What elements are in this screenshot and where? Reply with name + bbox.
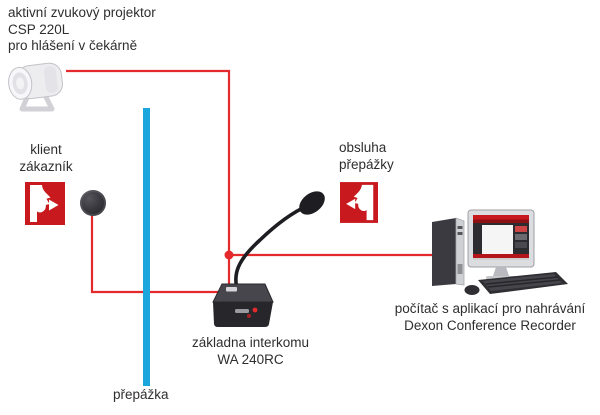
- operator-label-line2: přepážky: [339, 156, 394, 172]
- listening-person-icon: [340, 182, 378, 223]
- client-label-line1: klient: [30, 142, 62, 157]
- computer-label-line2: Dexon Conference Recorder: [404, 317, 576, 333]
- projector-label-line2: CSP 220L: [8, 21, 70, 37]
- speaker-puck-icon: [80, 190, 106, 216]
- computer-label: počítač s aplikací pro nahrávání Dexon C…: [383, 301, 597, 334]
- wire-junction-dot: [224, 250, 234, 260]
- operator-label-line1: obsluha: [339, 140, 387, 155]
- speaking-person-icon: [25, 182, 65, 225]
- projector-label-line3: pro hlášení v čekárně: [8, 38, 138, 53]
- client-label-line2: zákazník: [19, 158, 73, 174]
- projector-label-line1: aktivní zvukový projektor: [8, 5, 156, 20]
- projector-label: aktivní zvukový projektor CSP 220L pro h…: [8, 5, 156, 55]
- client-label: klient zákazník: [5, 142, 87, 175]
- computer-label-line1: počítač s aplikací pro nahrávání: [394, 301, 586, 316]
- partition-label: přepážka: [113, 387, 169, 402]
- wire-projector-to-base: [66, 69, 231, 292]
- intercom-base-label-line2: WA 240RC: [217, 351, 284, 367]
- desktop-computer-icon: [432, 209, 568, 295]
- wire-client-to-base: [90, 214, 226, 294]
- sound-projector-icon: [8, 62, 63, 112]
- operator-label: obsluha přepážky: [339, 140, 394, 173]
- gooseneck-microphone-icon: [212, 191, 325, 327]
- intercom-base-label: základna interkomu WA 240RC: [168, 335, 333, 368]
- intercom-base-label-line1: základna interkomu: [191, 335, 310, 350]
